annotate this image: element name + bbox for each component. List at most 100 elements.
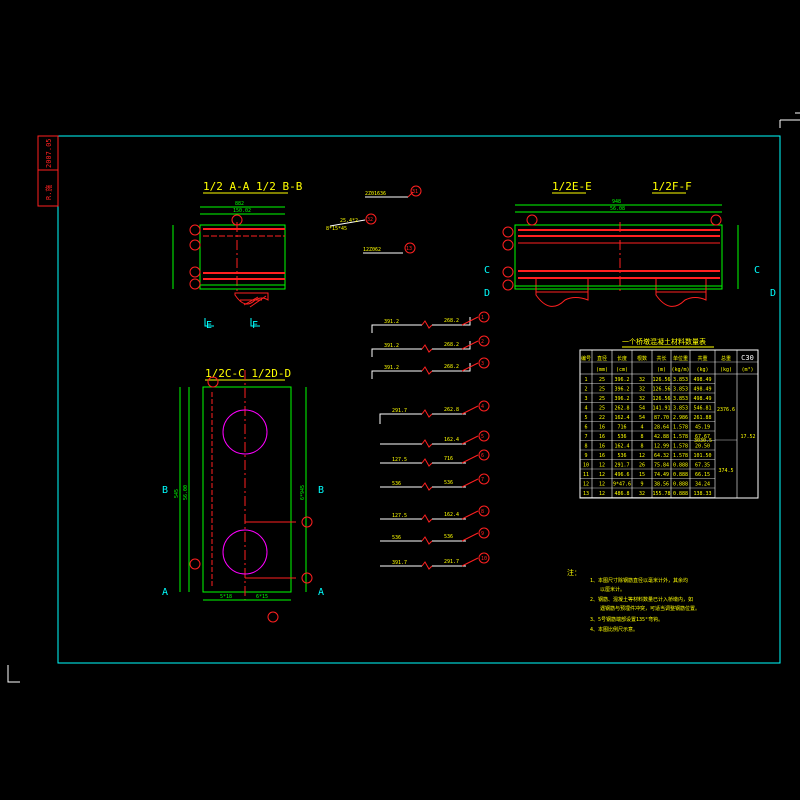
table-cell: 3.853 <box>673 387 688 393</box>
table-cell: 16 <box>599 453 605 459</box>
table-cell: 498.49 <box>693 377 711 383</box>
view-cd-side-a-left: A <box>162 587 168 598</box>
table-cell: 3 <box>584 396 587 402</box>
table-unit-1: (mm) <box>596 367 608 373</box>
table-cell: 126.56 <box>652 396 670 402</box>
table-cell: 9 <box>584 453 587 459</box>
rebar-num-7: 7 <box>481 477 484 483</box>
table-cell: 42.88 <box>654 434 669 440</box>
table-cell: 45.19 <box>695 425 710 431</box>
table-cell: 66.15 <box>695 472 710 478</box>
callout-31-num: 31 <box>412 189 418 195</box>
view-ef-dim-1: 948 <box>612 199 621 205</box>
view-cd-dim-left: 545 <box>174 489 180 498</box>
rebar-right-len-7: 536 <box>444 480 453 486</box>
table-cell: 2 <box>584 387 587 393</box>
rebar-right-len-9: 536 <box>444 534 453 540</box>
table-cell: 54 <box>639 415 645 421</box>
view-section-ef: 1/2E-E 1/2F-F 948 56.08 C D C D <box>484 180 776 307</box>
view-ab-dim-2: 150.02 <box>233 208 251 214</box>
view-ef-side-c-right: C <box>754 265 760 276</box>
view-cd-dim-b1: 5*18 <box>220 594 232 600</box>
table-cell: 138.33 <box>693 491 711 497</box>
table-header-2: 长度 <box>617 355 627 362</box>
table-cell: 9*47.6 <box>613 482 631 488</box>
notes-item-1a: 1、本图尺寸除钢筋直径以毫米计外，其余均 <box>590 577 688 584</box>
table-header-1: 直径 <box>597 355 607 362</box>
table-cell: 396.2 <box>614 396 629 402</box>
view-ef-side-d-right: D <box>770 288 776 299</box>
notes-block: 注： 1、本图尺寸除钢筋直径以毫米计外，其余均 以厘米计。 2、钢筋、混凝土等材… <box>567 568 700 633</box>
table-cell: 16 <box>599 434 605 440</box>
notes-item-4: 4、本图比例尺示意。 <box>590 626 638 633</box>
rebar-left-len-10: 391.7 <box>392 560 407 566</box>
table-header-0: 编号 <box>581 355 591 362</box>
table-cell: 4 <box>584 406 587 412</box>
table-cell: 1.578 <box>673 444 688 450</box>
callout-32-num: 32 <box>367 217 373 223</box>
notes-item-1b: 以厘米计。 <box>600 586 625 593</box>
view-cd-title: 1/2C-C 1/2D-D <box>205 367 291 380</box>
callout-13-text: 12Z062 <box>363 247 381 253</box>
table-cell: 12.99 <box>654 444 669 450</box>
rebar-left-len-4: 291.7 <box>392 408 407 414</box>
table-header-4: 共长 <box>656 355 666 362</box>
table-cell: 32 <box>639 387 645 393</box>
table-cell: 486.8 <box>614 491 629 497</box>
table-cell: 16 <box>599 425 605 431</box>
table-cell: 12 <box>599 491 605 497</box>
sheet-border <box>57 135 781 664</box>
view-section-ab: 1/2 A-A 1/2 B-B 882 150.02 E F <box>172 180 303 331</box>
table-cell: 3.853 <box>673 377 688 383</box>
view-ef-dim-2: 56.08 <box>610 206 625 212</box>
table-cell: 25 <box>599 377 605 383</box>
view-cd-side-b-right: B <box>318 485 324 496</box>
rebar-num-9: 9 <box>481 531 484 537</box>
table-cell: 9 <box>640 482 643 488</box>
view-cd-side-a-right: A <box>318 587 324 598</box>
table-cell: 141.91 <box>652 406 670 412</box>
rebar-right-len-5: 162.4 <box>444 437 459 443</box>
notes-item-3: 3、5号钢筋端部设置135°弯钩。 <box>590 616 663 623</box>
table-cell: 12 <box>639 453 645 459</box>
rebar-left-len-2: 391.2 <box>384 343 399 349</box>
table-cell: 64.32 <box>654 453 669 459</box>
table-cell: 12 <box>599 472 605 478</box>
stamp-box <box>37 135 59 207</box>
view-ef-title-a: 1/2E-E <box>552 180 592 193</box>
table-cell: 38.56 <box>654 482 669 488</box>
rebar-shape-5: 5 162.4 <box>380 430 490 448</box>
table-cell: 75.84 <box>654 463 669 469</box>
table-cell: 6 <box>584 425 587 431</box>
view-ab-title: 1/2 A-A 1/2 B-B <box>203 180 303 193</box>
table-total-upper: 2376.6 <box>717 407 735 413</box>
table-cell: 12 <box>599 482 605 488</box>
rebar-num-10: 10 <box>481 556 487 562</box>
notes-item-2a: 2、钢筋、混凝土等材料数量已计入桥墩内，如 <box>590 596 693 603</box>
table-cell: 67.67 <box>695 434 710 440</box>
rebar-num-5: 5 <box>481 434 484 440</box>
table-cell: 1.578 <box>673 425 688 431</box>
table-cell: 12 <box>583 482 589 488</box>
view-section-cd: 1/2C-C 1/2D-D 5*18 6*15 545 56.00 6*945 … <box>162 367 324 623</box>
table-cell: 28.64 <box>654 425 669 431</box>
table-header-6: 共重 <box>697 355 707 362</box>
rebar-left-len-9: 536 <box>392 535 401 541</box>
table-cell: 396.2 <box>614 387 629 393</box>
rebar-right-len-8: 162.4 <box>444 512 459 518</box>
table-cell: 0.888 <box>673 472 688 478</box>
rebar-right-len-6: 716 <box>444 456 453 462</box>
table-cell: 67.35 <box>695 463 710 469</box>
table-unit-8: (m³) <box>741 367 753 373</box>
table-cell: 0.888 <box>673 482 688 488</box>
table-cell: 32 <box>639 396 645 402</box>
table-header-3: 根数 <box>637 355 647 362</box>
callout-31-text: 2Z01636 <box>365 191 386 197</box>
table-cell: 25 <box>599 387 605 393</box>
